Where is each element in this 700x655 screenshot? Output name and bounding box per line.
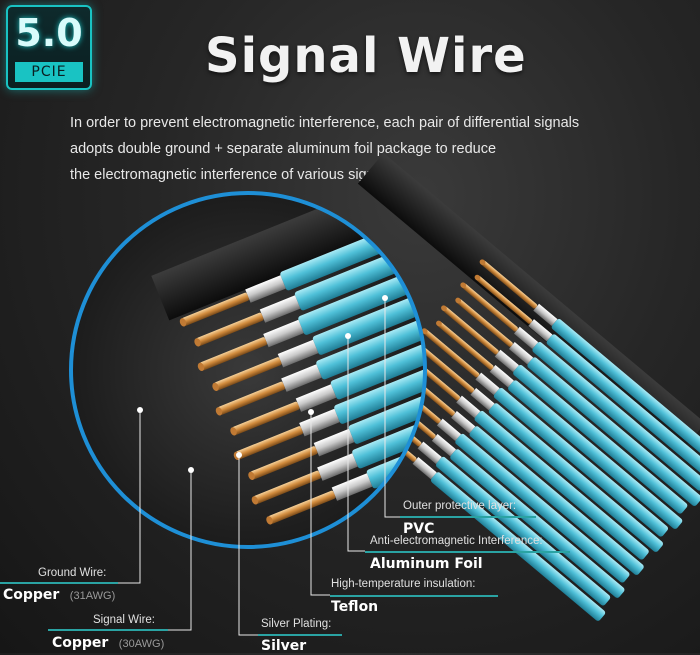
underline [400, 516, 536, 518]
callout-value: Silver [261, 638, 307, 654]
pcie-badge: 5.0 PCIE [6, 5, 92, 90]
wire-strand [441, 305, 688, 514]
description-line: the electromagnetic interference of vari… [70, 167, 398, 183]
callout-caption: Outer protective layer: [403, 500, 517, 512]
underline [258, 634, 342, 636]
wire-strand [248, 329, 425, 481]
wire-strand [455, 297, 700, 506]
callout-ground-wire: Ground Wire: [38, 567, 106, 579]
callout-signal-wire-value: Copper (30AWG) [52, 634, 164, 652]
badge-label: PCIE [15, 62, 83, 82]
background-cable [357, 153, 700, 621]
wire-strand [266, 374, 425, 525]
callout-spec: (31AWG) [69, 590, 116, 602]
callout-caption: Signal Wire: [93, 614, 155, 626]
callout-value: PVC [403, 521, 435, 537]
callout-anti-emi: Anti-electromagnetic Interference: [370, 535, 543, 547]
wire-strand [474, 274, 700, 483]
callout-signal-wire: Signal Wire: [93, 614, 155, 626]
callout-anti-emi-value: Aluminum Foil [370, 555, 483, 573]
callout-insulation-value: Teflon [331, 598, 378, 616]
wire-strand [436, 320, 683, 529]
callout-spec: (30AWG) [118, 638, 165, 650]
callout-outer-layer-value: PVC [403, 520, 434, 538]
callout-insulation: High-temperature insulation: [331, 578, 475, 590]
wire-strand [215, 265, 425, 416]
description-line: adopts double ground + separate aluminum… [70, 141, 497, 157]
callout-caption: Silver Plating: [261, 618, 332, 630]
wire-strand [479, 259, 700, 468]
page-title: Signal Wire [205, 28, 527, 84]
wire-strand [460, 282, 700, 491]
underline [0, 582, 118, 584]
leader-lines [118, 298, 400, 636]
callout-value: Aluminum Foil [370, 556, 483, 572]
description-line: In order to prevent electromagnetic inte… [70, 115, 580, 131]
callout-caption: High-temperature insulation: [331, 578, 476, 590]
callout-plating-value: Silver [261, 637, 306, 655]
wire-strand [416, 343, 663, 552]
callout-plating: Silver Plating: [261, 618, 331, 630]
underline [48, 629, 168, 631]
callout-ground-wire-value: Copper (31AWG) [3, 586, 115, 604]
wire-strand [212, 240, 425, 392]
callout-value: Teflon [331, 599, 379, 615]
callout-value: Copper [3, 587, 60, 603]
description: In order to prevent electromagnetic inte… [70, 110, 700, 188]
wire-strand [230, 285, 425, 436]
badge-version: 5.0 [15, 11, 83, 55]
callout-caption: Anti-electromagnetic Interference: [370, 535, 543, 547]
callout-outer-layer: Outer protective layer: [403, 500, 516, 512]
callout-value: Copper [52, 635, 109, 651]
callout-caption: Ground Wire: [38, 567, 107, 579]
underline [330, 595, 498, 597]
wire-strand [421, 328, 669, 537]
underline [365, 551, 570, 553]
